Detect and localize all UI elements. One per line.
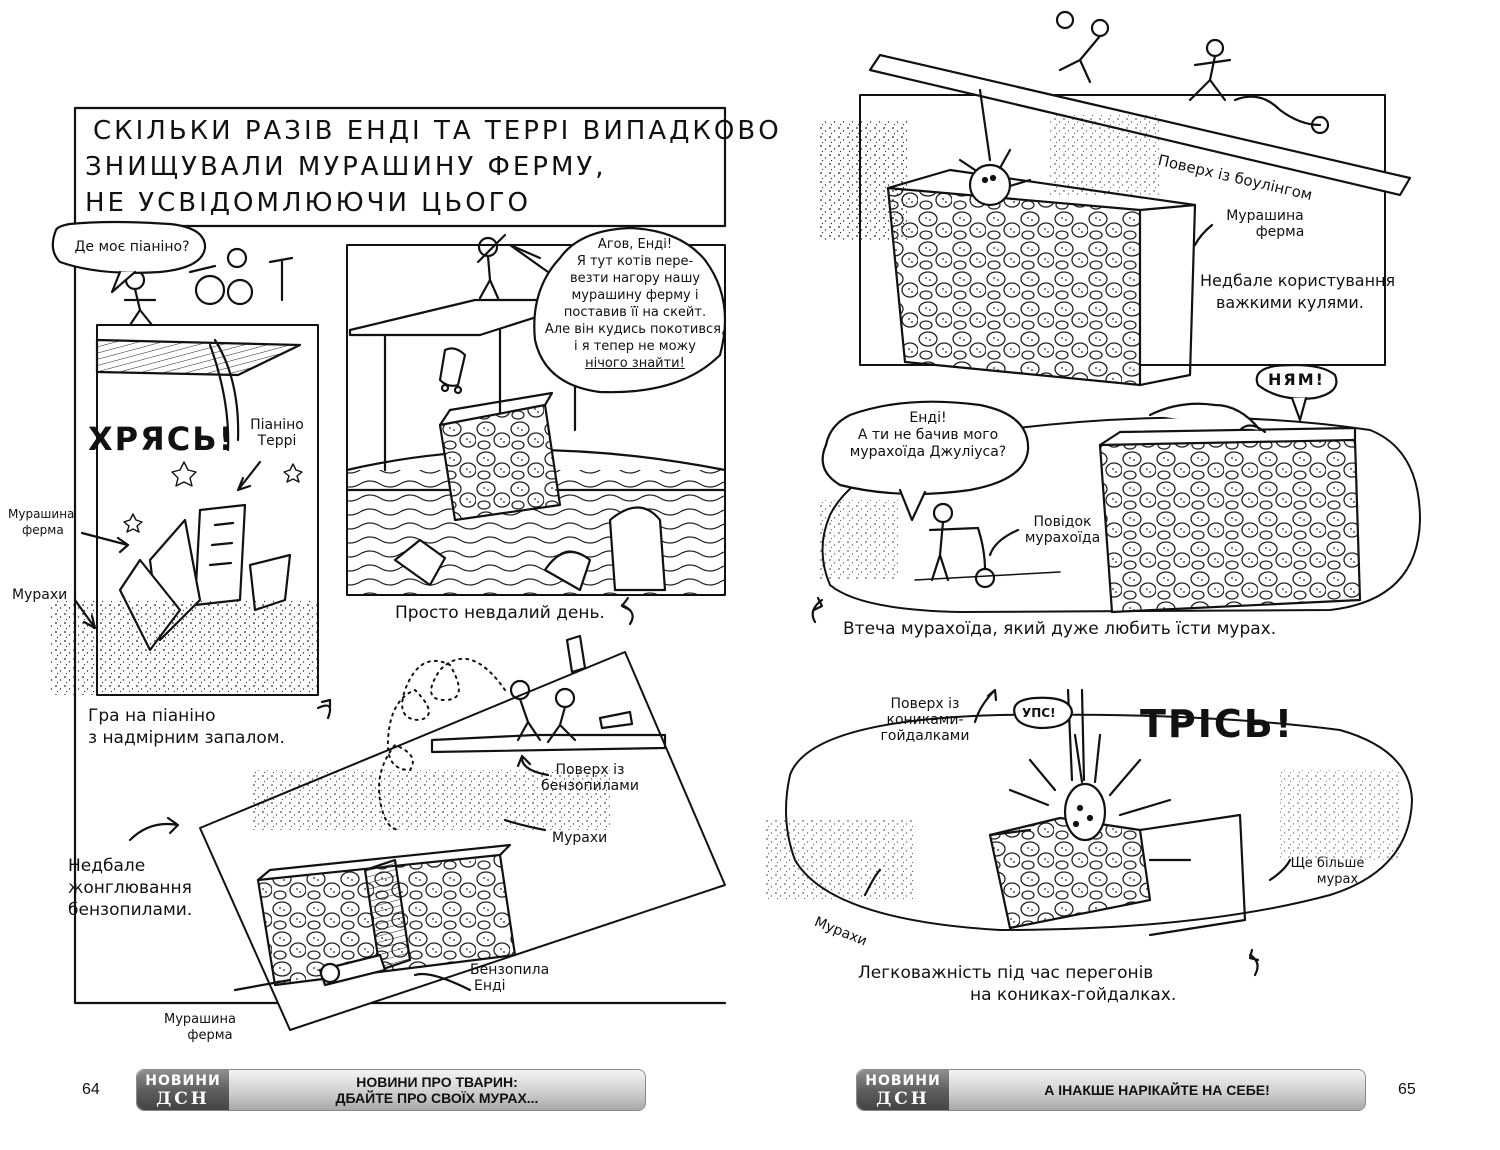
sfx-crash: ХРЯСЬ! (88, 420, 236, 458)
title-line-2: ЗНИЩУВАЛИ МУРАШИНУ ФЕРМУ, (85, 152, 607, 182)
footer-banner-left: НОВИНИ ДСН НОВИНИ ПРО ТВАРИН: ДБАЙТЕ ПРО… (136, 1069, 646, 1111)
sfx-crack: ТРІСЬ! (1140, 702, 1295, 746)
speech-bubble-pool (533, 226, 727, 394)
page-number-left: 64 (82, 1081, 100, 1098)
speech-pool-text: Агов, Енді! Я тут котів пере- везти наго… (544, 237, 726, 371)
caption-pool: Просто невдалий день. (395, 603, 605, 623)
sfx-nyam: НЯМ! (1268, 370, 1325, 389)
left-page-frame (73, 228, 727, 1005)
panel-bowling (820, 10, 1412, 387)
footer-text-right: А ІНАКШЕ НАРІКАЙТЕ НА СЕБЕ! (1044, 1082, 1270, 1098)
speech-bubble-anteater (821, 400, 1030, 496)
footer-text-left: НОВИНИ ПРО ТВАРИН: ДБАЙТЕ ПРО СВОЇХ МУРА… (335, 1074, 539, 1106)
speech-bubble-piano (51, 220, 207, 274)
label-ants-1: Мурахи (12, 587, 68, 603)
speech-bubble-oops (1013, 696, 1074, 730)
comic-title: СКІЛЬКИ РАЗІВ ЕНДІ ТА ТЕРРІ ВИПАДКОВО ЗН… (75, 108, 779, 223)
label-ants-3: Мурахи (552, 830, 608, 846)
panel-chainsaw (128, 634, 726, 1031)
page-number-right: 65 (1398, 1081, 1416, 1098)
speech-oops: УПС! (1022, 706, 1056, 720)
title-line-1: СКІЛЬКИ РАЗІВ ЕНДІ ТА ТЕРРІ ВИПАДКОВО (93, 116, 782, 146)
panel-piano (50, 220, 320, 696)
speech-piano-text: Де моє піаніно? (74, 239, 190, 255)
footer-banner-right: НОВИНИ ДСН А ІНАКШЕ НАРІКАЙТЕ НА СЕБЕ! (856, 1069, 1366, 1111)
panel-pool (345, 226, 727, 626)
caption-anteater: Втеча мурахоїда, який дуже любить їсти м… (843, 619, 1277, 639)
panel-anteater (811, 363, 1421, 624)
title-line-3: НЕ УСВІДОМЛЮЮЧИ ЦЬОГО (85, 188, 531, 218)
panel-rocking (765, 688, 1413, 977)
news-logo-right: НОВИНИ ДСН (857, 1070, 949, 1110)
news-logo-left: НОВИНИ ДСН (137, 1070, 229, 1110)
